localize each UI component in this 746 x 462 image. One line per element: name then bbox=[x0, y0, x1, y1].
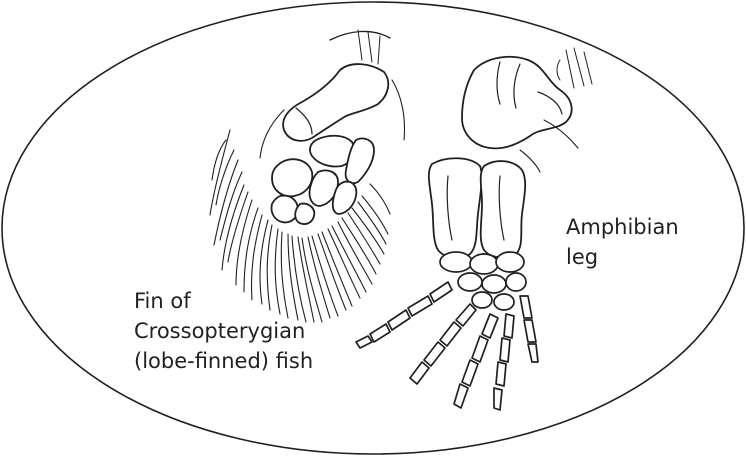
fin-bone-a bbox=[272, 159, 312, 196]
fin-bone-d bbox=[271, 196, 298, 223]
amphibian-leg-illustration bbox=[356, 48, 592, 410]
fin-label: Fin of Crossopterygian (lobe-finned) fis… bbox=[134, 286, 313, 376]
fin-label-line-3: (lobe-finned) fish bbox=[134, 346, 313, 376]
leg-label-line-2: leg bbox=[566, 242, 679, 272]
leg-label: Amphibian leg bbox=[566, 212, 679, 272]
leg-ulna bbox=[481, 161, 525, 257]
fish-fin-illustration bbox=[210, 30, 405, 322]
fin-label-line-1: Fin of bbox=[134, 286, 313, 316]
leg-carpals bbox=[440, 252, 526, 310]
fin-label-line-2: Crossopterygian bbox=[134, 316, 313, 346]
leg-radius bbox=[429, 158, 482, 257]
fin-humerus bbox=[283, 64, 388, 141]
leg-label-line-1: Amphibian bbox=[566, 212, 679, 242]
fin-bone-e bbox=[295, 204, 314, 224]
